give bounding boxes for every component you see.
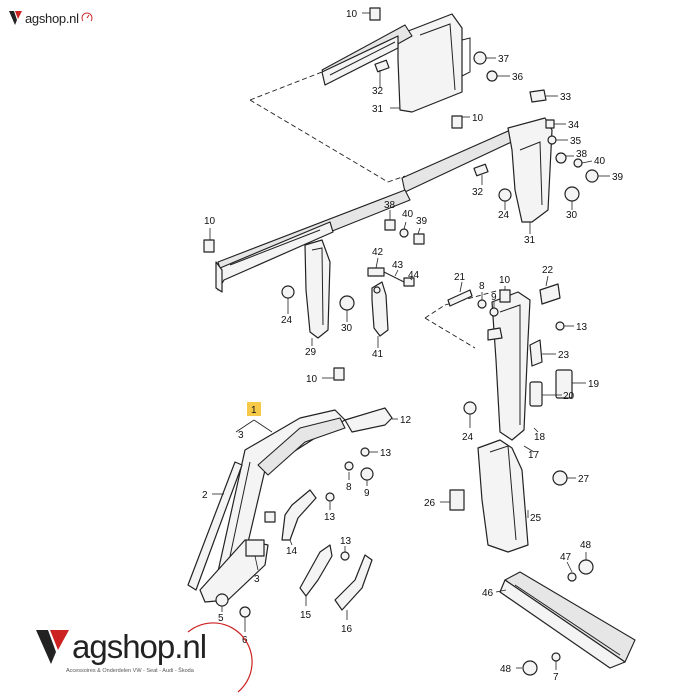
label: 38 <box>384 200 396 211</box>
label: 3 <box>238 430 244 441</box>
gauge-ring-decoration <box>187 622 253 693</box>
label: 40 <box>594 156 606 167</box>
label: 5 <box>218 613 224 624</box>
leader-lines <box>209 12 610 670</box>
label: 18 <box>534 432 546 443</box>
part-2-seal-strip <box>187 461 243 591</box>
label: 46 <box>482 588 494 599</box>
part-19-cover <box>555 369 573 399</box>
label: 32 <box>372 86 384 97</box>
label: 3 <box>254 574 260 585</box>
label: 41 <box>372 349 384 360</box>
part-31-lower-panel <box>401 117 553 223</box>
label: 10 <box>472 113 484 124</box>
part-17-b-pillar-trim-upper <box>487 291 531 441</box>
part-29-b-pillar-upper <box>304 239 331 339</box>
part-22-clip <box>539 283 561 305</box>
label: 29 <box>305 347 317 358</box>
label: 10 <box>499 275 511 286</box>
label: 2 <box>202 490 208 501</box>
label: 13 <box>340 536 352 547</box>
part-46-door-sill-trim <box>499 571 636 669</box>
label: 23 <box>558 350 570 361</box>
label: 25 <box>530 513 542 524</box>
label: 32 <box>472 187 484 198</box>
brand-tagline: Accessoires & Onderdelen VW - Seat - Aud… <box>66 668 194 674</box>
label: 7 <box>553 672 559 683</box>
label: 10 <box>306 374 318 385</box>
part-41-belt-adjuster <box>371 281 389 337</box>
label: 10 <box>204 216 216 227</box>
part-14-grab-handle <box>281 489 317 541</box>
label: 16 <box>341 624 353 635</box>
label: 35 <box>570 136 582 147</box>
label: 34 <box>568 120 580 131</box>
label: 17 <box>528 450 540 461</box>
label: 39 <box>416 216 428 227</box>
brand-logo-small: agshop.nl <box>9 8 93 28</box>
part-23-bracket <box>529 339 543 367</box>
part-15-grab-handle <box>299 544 333 597</box>
label: 9 <box>364 488 370 499</box>
label: 38 <box>576 149 588 160</box>
label: 12 <box>400 415 412 426</box>
label: 37 <box>498 54 510 65</box>
highlight-part-1 <box>247 402 261 416</box>
part-20-cover <box>529 381 543 407</box>
label: 31 <box>524 235 536 246</box>
part-labels: 10 37 36 33 32 31 10 34 35 38 40 39 32 2… <box>202 9 624 683</box>
label: 24 <box>462 432 474 443</box>
part-21-clip <box>447 289 473 307</box>
assembly-outline-upper <box>249 71 406 183</box>
label: 14 <box>286 546 298 557</box>
label: 13 <box>576 322 588 333</box>
label: 9 <box>491 292 497 303</box>
label: 30 <box>341 323 353 334</box>
label: 31 <box>372 104 384 115</box>
label: 40 <box>402 209 414 220</box>
label: 8 <box>346 482 352 493</box>
label: 48 <box>580 540 592 551</box>
label: 20 <box>563 391 575 402</box>
label: 1 <box>251 405 257 416</box>
label: 21 <box>454 272 466 283</box>
label: 44 <box>408 270 420 281</box>
brand-name-small: agshop.nl <box>25 10 79 26</box>
label: 24 <box>281 315 293 326</box>
label: 26 <box>424 498 436 509</box>
label: 48 <box>500 664 512 675</box>
brand-v-icon-large <box>36 630 69 664</box>
label: 13 <box>324 512 336 523</box>
roof-rail-trim <box>215 189 411 293</box>
label: 22 <box>542 265 554 276</box>
label: 43 <box>392 260 404 271</box>
fasteners <box>203 7 599 676</box>
label: 15 <box>300 610 312 621</box>
label: 39 <box>612 172 624 183</box>
label: 42 <box>372 247 384 258</box>
brand-name-large: agshop.nl <box>72 628 207 665</box>
part-12-grab-handle <box>344 407 393 433</box>
label: 19 <box>588 379 600 390</box>
label: 36 <box>512 72 524 83</box>
label: 30 <box>566 210 578 221</box>
part-3-lower-trim <box>199 539 269 603</box>
part-31-upper-panel <box>321 13 471 113</box>
brand-v-icon <box>9 11 22 25</box>
label: 8 <box>479 281 485 292</box>
label: 13 <box>380 448 392 459</box>
part-25-b-pillar-trim-lower <box>477 439 529 553</box>
label: 10 <box>346 9 358 20</box>
label: 24 <box>498 210 510 221</box>
label: 27 <box>578 474 590 485</box>
part-16-grab-handle <box>334 554 373 611</box>
brand-logo-large: agshop.nl Accessoires & Onderdelen VW - … <box>36 628 207 674</box>
part-26-clip <box>449 489 465 511</box>
label: 47 <box>560 552 572 563</box>
label: 33 <box>560 92 572 103</box>
gauge-icon <box>81 12 93 22</box>
